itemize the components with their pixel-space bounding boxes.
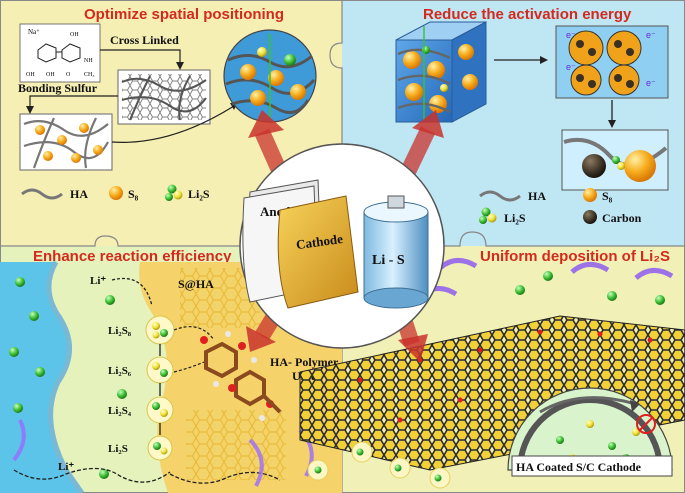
step-label-li2s8: Li₂S₈	[108, 325, 132, 337]
cathode-cube	[395, 21, 487, 123]
title-reduce-activation-energy: Reduce the activation energy	[423, 6, 632, 23]
legend-right-li2s-swatch	[479, 207, 497, 224]
label-ha-polymer-unit-line1: HA- Polymer	[270, 355, 339, 369]
legend-right-s8-label: S₈	[602, 189, 613, 203]
molecule-oh-label-1: OH	[26, 72, 35, 78]
title-uniform-deposition: Uniform deposition of Li₂S	[480, 248, 670, 265]
step-label-li2s4: Li₂S₄	[108, 405, 132, 417]
legend-left: HA S₈ Li₂S	[21, 184, 210, 201]
arrow-bonding-sulfur	[29, 95, 118, 110]
molecule-oh-label-3: OH	[70, 32, 79, 38]
li-ion-dots-right	[367, 271, 665, 305]
arrowhead-cross-linked	[176, 62, 184, 70]
electron-label-2: e⁻	[646, 30, 656, 40]
electrolyte-region	[0, 262, 82, 493]
puzzle-border-right	[342, 231, 685, 247]
legend-s8-swatch	[109, 186, 123, 200]
legend-right-s8-swatch	[583, 188, 597, 202]
molecule-oh-label-2: OH	[46, 72, 55, 78]
cathode-hex-texture	[186, 410, 286, 480]
zoom-sphere-top-left	[223, 29, 317, 123]
label-li-plus-bottom: Li⁺	[58, 461, 74, 473]
puzzle-border-vertical	[329, 0, 343, 493]
legend-right-carbon-label: Carbon	[602, 211, 642, 225]
label-cross-linked: Cross Linked	[110, 33, 179, 47]
arrowhead-cube-to-spheres	[540, 56, 548, 64]
reaction-step-4: Li₂S	[108, 435, 173, 461]
li-ion-path-bottom	[13, 467, 171, 483]
cathode-label-box	[511, 455, 673, 477]
electron-label-4: e⁻	[646, 78, 656, 88]
legend-ha-swatch	[21, 188, 63, 200]
electron-label-3: e⁻	[566, 62, 576, 72]
arrow-to-zoom-sphere	[111, 105, 235, 143]
ha-polymer-unit-model	[200, 331, 282, 421]
molecule-nh-label: NH	[84, 58, 93, 64]
legend-li2s-swatch	[165, 184, 183, 201]
arrowhead-bonding-sulfur	[26, 106, 34, 114]
dashed-link-to-polymer	[173, 326, 215, 341]
separator-boundary	[46, 260, 85, 493]
li-ion-path-bottom-2	[169, 471, 281, 484]
ha-molecule-structure: Na⁺ OH OH OH NH O CH₃	[19, 23, 101, 83]
step-label-li2s6: Li₂S₆	[108, 365, 132, 377]
legend-right-ha-swatch	[479, 190, 521, 202]
reaction-step-3: Li₂S₄	[108, 396, 174, 424]
legend-right: HA S₈ Li₂S Carbon	[479, 188, 642, 225]
legend-left-li2s-label: Li₂S	[188, 187, 210, 201]
label-li-plus-top: Li⁺	[90, 275, 106, 287]
molecule-na-label: Na⁺	[28, 28, 40, 36]
puzzle-border-left	[0, 235, 342, 247]
step-label-li2s: Li₂S	[108, 443, 128, 455]
molecule-o-label: O	[66, 72, 71, 78]
title-enhance-reaction-efficiency: Enhance reaction efficiency	[33, 248, 232, 265]
ha-coated-cathode-dome	[507, 387, 673, 471]
li2s-deposits-bottom	[307, 441, 451, 489]
li-ion-path-top	[111, 277, 153, 307]
arrow-cross-linked	[100, 49, 181, 66]
red-oxygen-dots	[357, 329, 653, 423]
li-ion-dots-electrolyte	[9, 277, 127, 479]
label-ha-coated-cathode: HA Coated S/C Cathode	[516, 460, 642, 474]
sulfur-bonded-network	[19, 113, 113, 171]
label-s-at-ha: S@HA	[178, 277, 214, 291]
li-s-battery-cylinder	[363, 195, 429, 309]
arrowhead-spheres-to-zoom	[608, 120, 616, 128]
legend-right-ha-label: HA	[528, 189, 546, 203]
legend-right-li2s-label: Li₂S	[504, 211, 526, 225]
zoomed-carbon-sulfur	[561, 129, 669, 191]
legend-carbon-swatch	[583, 210, 597, 224]
carbon-spheres-cluster	[555, 25, 669, 99]
label-li-s-battery: Li - S	[372, 253, 405, 268]
legend-left-s8-label: S₈	[128, 187, 139, 201]
label-cathode: Cathode	[295, 231, 344, 252]
cathode-sheet	[277, 195, 359, 309]
crosslinked-network	[117, 69, 211, 125]
label-bonding-sulfur: Bonding Sulfur	[18, 81, 98, 95]
molecule-ch3-label: CH₃	[84, 72, 94, 78]
dashed-link-2	[173, 361, 205, 373]
reaction-step-2: Li₂S₆	[108, 356, 174, 384]
electron-label-1: e⁻	[566, 30, 576, 40]
title-optimize-spatial-positioning: Optimize spatial positioning	[84, 6, 284, 23]
legend-left-ha-label: HA	[70, 187, 88, 201]
